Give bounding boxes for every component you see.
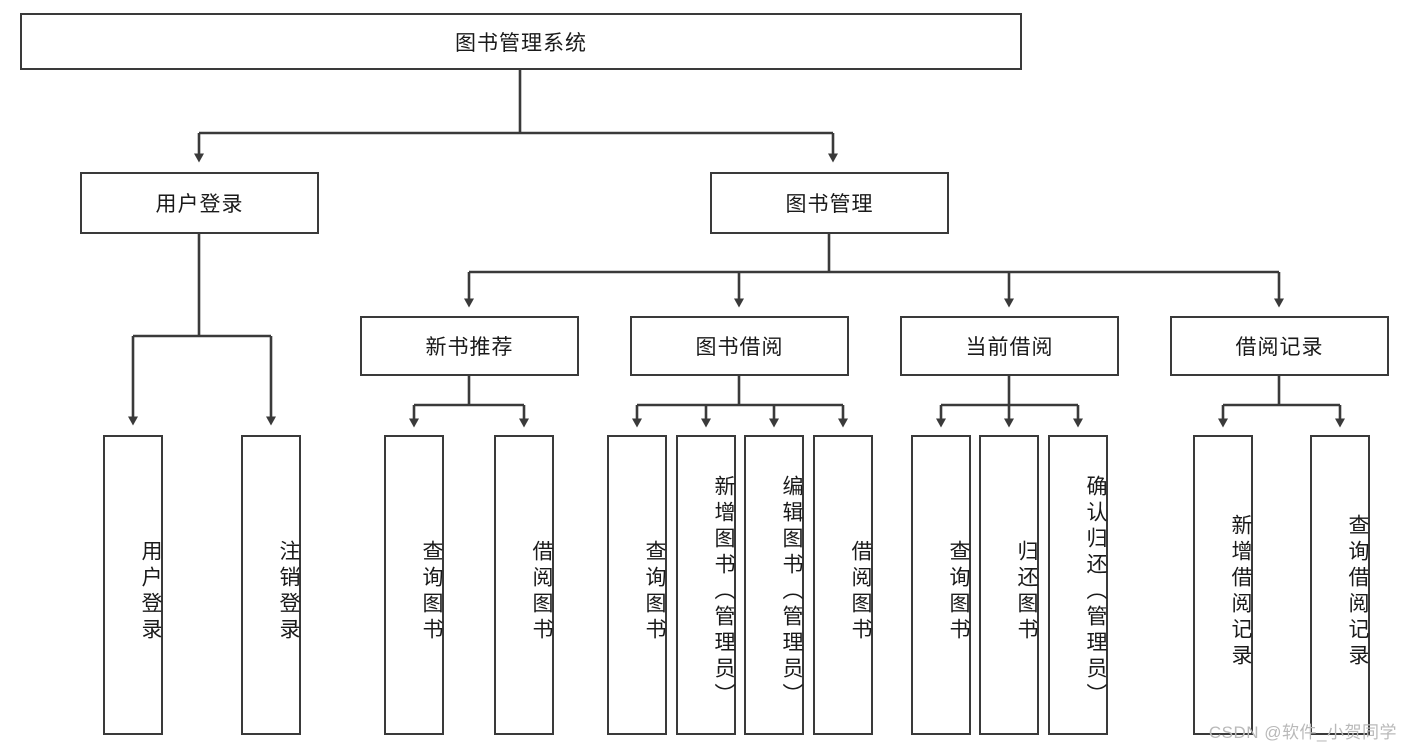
leaf-borrow-book-new[interactable]: 借阅图书 [494, 435, 554, 735]
leaf-edit-book-admin-label: 编辑图书（管理员） [780, 475, 803, 709]
leaf-borrow-book[interactable]: 借阅图书 [813, 435, 873, 735]
leaf-query-borrow-record[interactable]: 查询借阅记录 [1310, 435, 1370, 735]
leaf-return-book-label: 归还图书 [1015, 540, 1038, 644]
leaf-add-borrow-record[interactable]: 新增借阅记录 [1193, 435, 1253, 735]
leaf-borrow-book-new-label: 借阅图书 [530, 540, 553, 644]
node-borrow-record[interactable]: 借阅记录 [1170, 316, 1389, 376]
leaf-add-book-admin[interactable]: 新增图书（管理员） [676, 435, 736, 735]
leaf-query-book-current-label: 查询图书 [947, 540, 970, 644]
leaf-query-book-new-label: 查询图书 [420, 540, 443, 644]
leaf-logout-label: 注销登录 [277, 540, 300, 644]
node-current-borrow-label: 当前借阅 [965, 336, 1054, 359]
leaf-return-book[interactable]: 归还图书 [979, 435, 1039, 735]
node-book-management-label: 图书管理 [785, 193, 874, 216]
node-book-borrow-label: 图书借阅 [695, 336, 784, 359]
leaf-edit-book-admin[interactable]: 编辑图书（管理员） [744, 435, 804, 735]
leaf-logout[interactable]: 注销登录 [241, 435, 301, 735]
leaf-query-book-borrow-label: 查询图书 [643, 540, 666, 644]
node-book-management[interactable]: 图书管理 [710, 172, 949, 234]
node-new-book-recommend-label: 新书推荐 [425, 336, 514, 359]
node-root-label: 图书管理系统 [455, 31, 587, 55]
node-current-borrow[interactable]: 当前借阅 [900, 316, 1119, 376]
leaf-add-book-admin-label: 新增图书（管理员） [712, 475, 735, 709]
leaf-query-book-current[interactable]: 查询图书 [911, 435, 971, 735]
leaf-user-login[interactable]: 用户登录 [103, 435, 163, 735]
node-book-borrow[interactable]: 图书借阅 [630, 316, 849, 376]
watermark: CSDN @软件_小贺同学 [1208, 723, 1397, 742]
leaf-confirm-return-admin-label: 确认归还（管理员） [1084, 475, 1107, 709]
leaf-query-book-new[interactable]: 查询图书 [384, 435, 444, 735]
leaf-confirm-return-admin[interactable]: 确认归还（管理员） [1048, 435, 1108, 735]
node-borrow-record-label: 借阅记录 [1235, 336, 1324, 359]
leaf-query-borrow-record-label: 查询借阅记录 [1346, 514, 1369, 670]
leaf-query-book-borrow[interactable]: 查询图书 [607, 435, 667, 735]
node-new-book-recommend[interactable]: 新书推荐 [360, 316, 579, 376]
leaf-add-borrow-record-label: 新增借阅记录 [1229, 514, 1252, 670]
node-user-login[interactable]: 用户登录 [80, 172, 319, 234]
leaf-borrow-book-label: 借阅图书 [849, 540, 872, 644]
node-user-login-label: 用户登录 [155, 193, 244, 216]
leaf-user-login-label: 用户登录 [139, 540, 162, 644]
node-root[interactable]: 图书管理系统 [20, 13, 1022, 70]
